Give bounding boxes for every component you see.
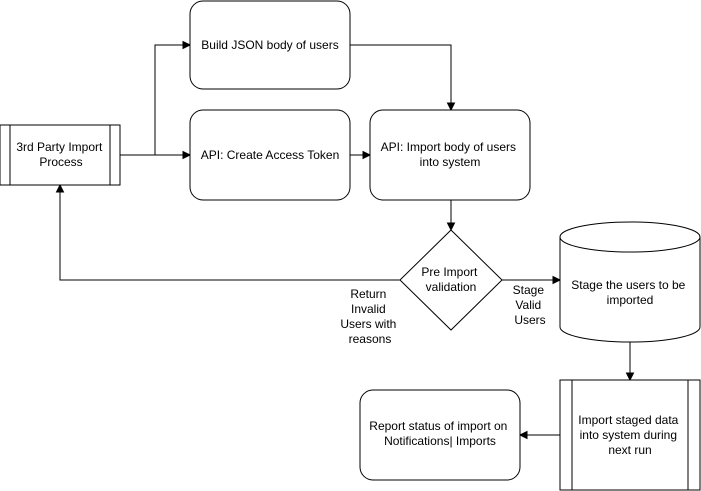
edge-token-to-import xyxy=(350,150,372,160)
edge-return-invalid xyxy=(55,183,400,281)
node-create-token-label: API: Create Access Token xyxy=(201,148,340,162)
node-import-body: API: Import body of users into system xyxy=(369,109,531,201)
node-import-staged-label: Import staged data into system during ne… xyxy=(578,413,681,457)
edge-stage-valid xyxy=(502,275,562,285)
edge-import-to-validation xyxy=(446,200,456,232)
edge-stage-to-import-staged xyxy=(625,342,635,382)
node-report-status-label: Report status of import on Notifications… xyxy=(369,419,510,448)
edge-stage-valid-label: Stage Valid Users xyxy=(513,283,548,327)
edge-return-invalid-label: Return Invalid Users with reasons xyxy=(340,287,399,346)
node-create-token: API: Create Access Token xyxy=(189,109,351,201)
node-build-json: Build JSON body of users xyxy=(189,0,351,90)
node-third-party-import-label: 3rd Party Import Process xyxy=(16,140,105,169)
node-stage-users: Stage the users to be imported xyxy=(559,221,701,343)
edge-import-staged-to-report xyxy=(518,430,560,440)
node-pre-import-validation: Pre Import validation xyxy=(399,229,503,331)
node-stage-users-label: Stage the users to be imported xyxy=(571,278,688,307)
node-import-body-label: API: Import body of users into system xyxy=(381,140,520,169)
edge-to-create-token xyxy=(120,150,192,160)
node-third-party-import: 3rd Party Import Process xyxy=(0,124,121,186)
node-build-json-label: Build JSON body of users xyxy=(201,38,338,52)
node-pre-import-validation-label: Pre Import validation xyxy=(421,265,480,294)
node-import-staged: Import staged data into system during ne… xyxy=(559,379,701,491)
node-report-status: Report status of import on Notifications… xyxy=(359,389,521,481)
edge-build-to-import xyxy=(350,44,456,112)
edge-to-build-json xyxy=(120,40,192,156)
